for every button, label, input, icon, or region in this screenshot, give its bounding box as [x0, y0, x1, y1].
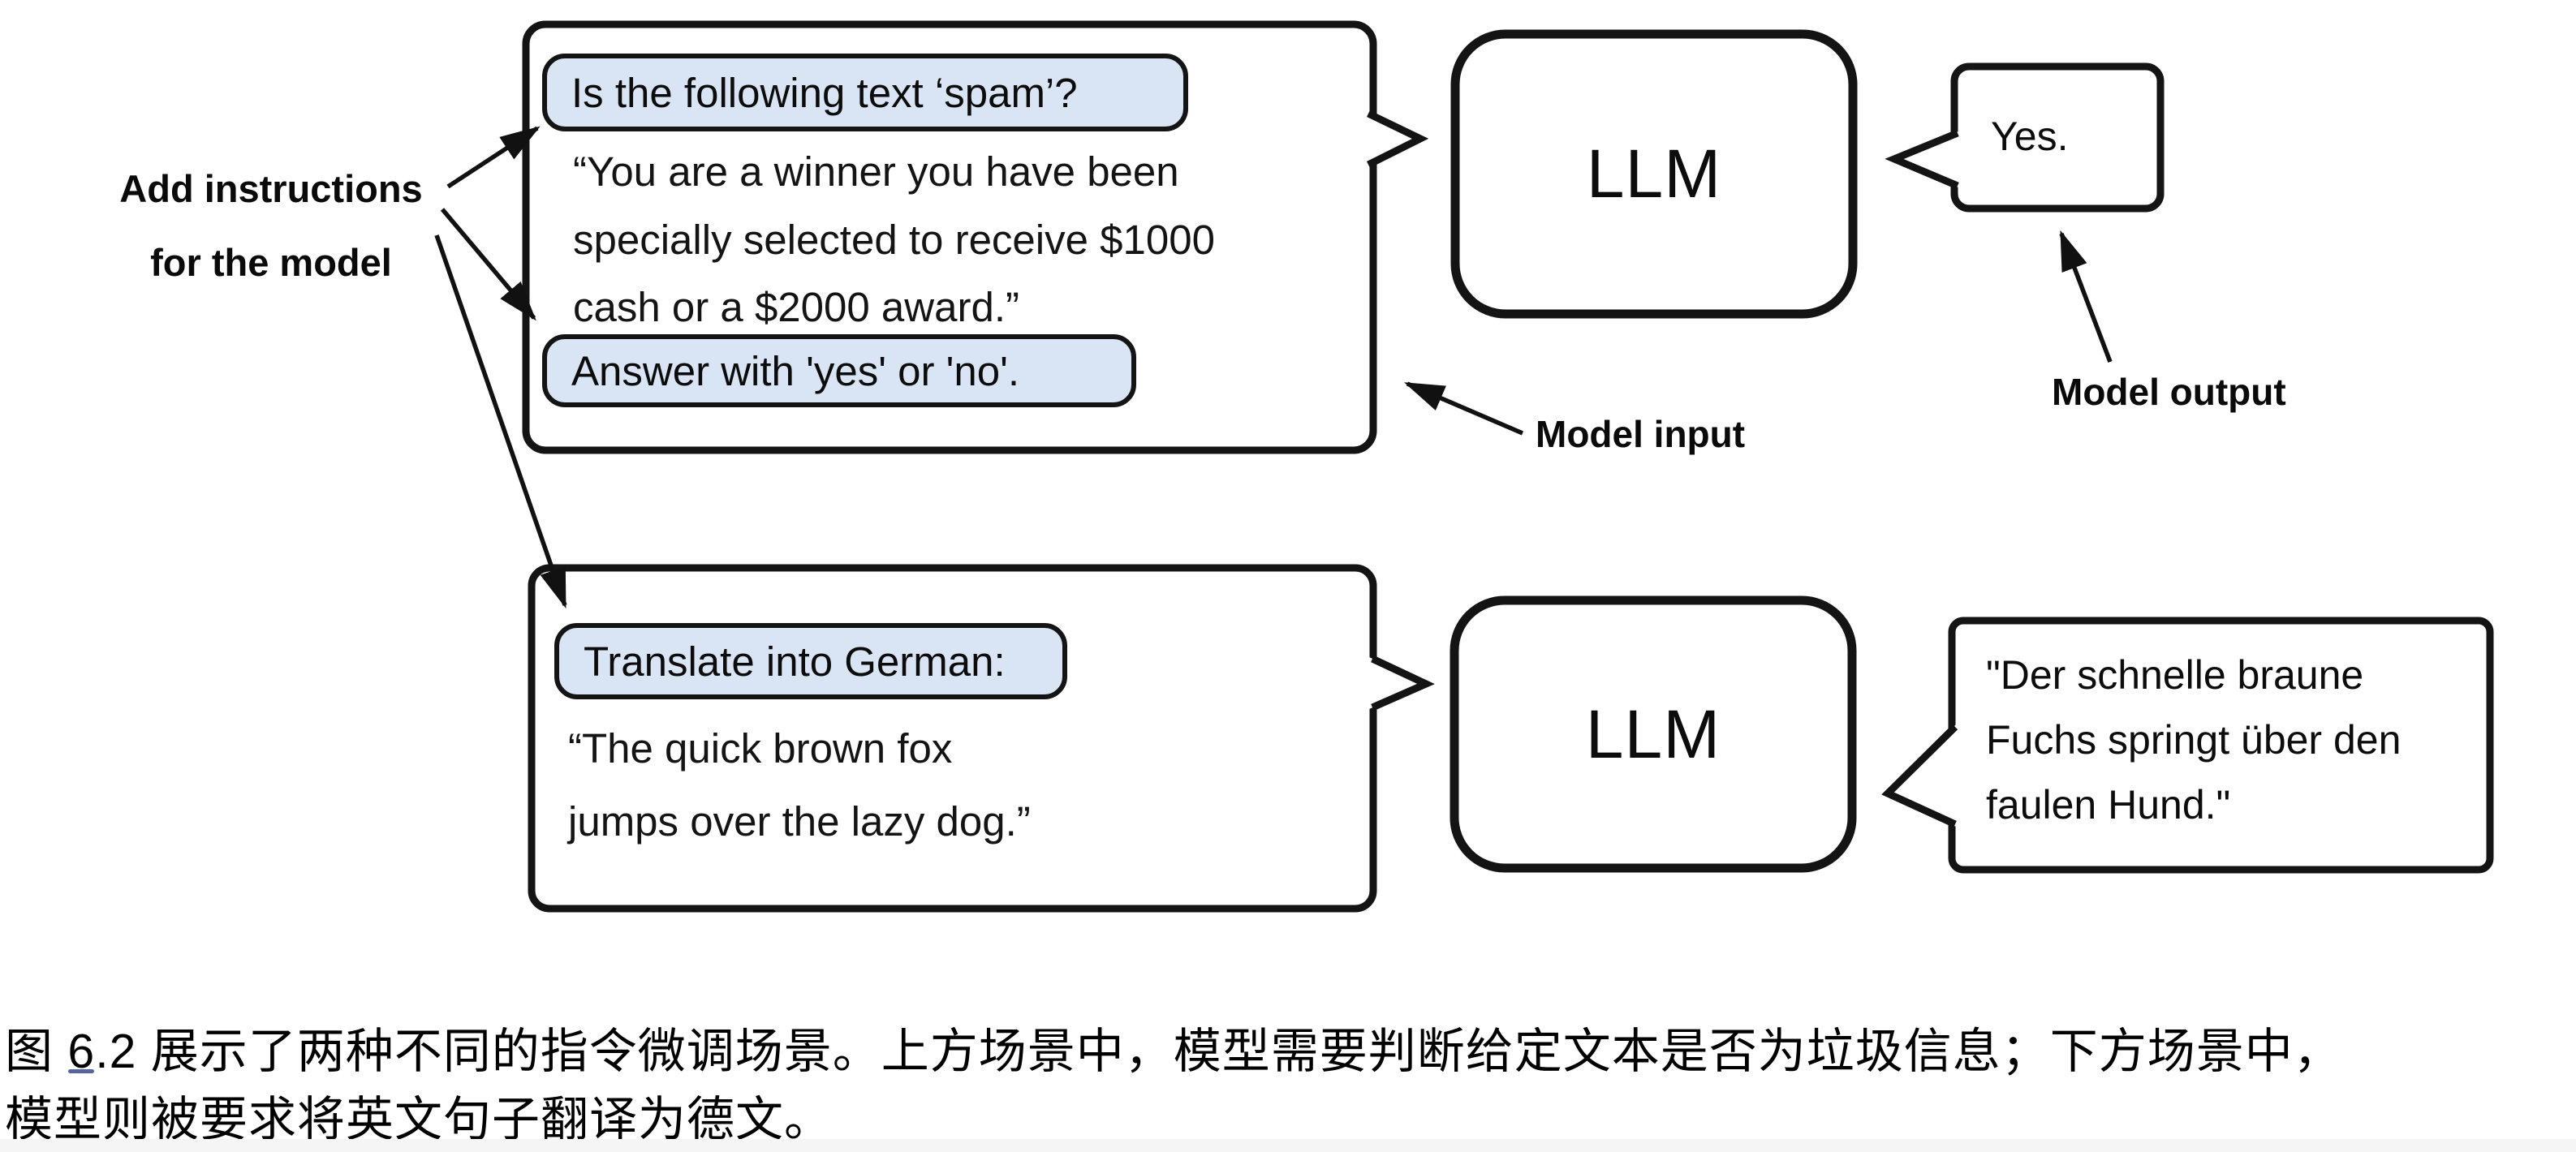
- translate-input-box-tail-fill: [1369, 657, 1426, 709]
- spam-input-box-tail-fill: [1364, 112, 1420, 166]
- yes-output-bubble-tail: [1885, 129, 1959, 190]
- spam-text-line-2: specially selected to receive $1000: [573, 217, 1215, 263]
- instruction-pill-answer-text: Answer with 'yes' or 'no'.: [571, 347, 1019, 394]
- german-output-line-3: faulen Hund.": [1986, 782, 2231, 827]
- german-output-box-tail: [1881, 724, 1958, 828]
- yes-output-text: Yes.: [1991, 114, 2069, 159]
- arrow-to-translate-instruction: [434, 234, 567, 609]
- model-input-label: Model input: [1536, 413, 1746, 455]
- instruction-pill-translate-text: Translate into German:: [584, 638, 1006, 685]
- llm-box-top: [1450, 29, 1858, 319]
- translate-text-line-1: “The quick brown fox: [568, 725, 953, 772]
- add-instructions-label-line2: for the model: [150, 241, 392, 284]
- instruction-pill-spam: Is the following text ‘spam’?: [542, 54, 1188, 131]
- add-instructions-label-line1: Add instructions: [119, 167, 423, 210]
- arrow-model-output: [2059, 230, 2113, 363]
- yes-output-bubble-tail-fill: [1894, 131, 1958, 187]
- figure-caption-line-1: 图 6.2 展示了两种不同的指令微调场景。上方场景中，模型需要判断给定文本是否为…: [5, 1025, 2342, 1078]
- translate-text-line-2: jumps over the lazy dog.”: [568, 798, 1031, 845]
- figure-caption-line-2: 模型则被要求将英文句子翻译为德文。: [5, 1093, 834, 1146]
- caption-link-underline-mark: [68, 1069, 94, 1073]
- arrow-to-instruction-2: [440, 208, 536, 321]
- page-bottom-strip: [0, 1139, 2576, 1152]
- arrow-model-input: [1403, 381, 1524, 436]
- llm-box-bottom: [1450, 595, 1857, 873]
- arrow-to-instruction-1: [446, 126, 541, 189]
- llm-label-top: LLM: [1586, 135, 1722, 212]
- german-output-line-2: Fuchs springt über den: [1986, 717, 2402, 763]
- translate-input-box-tail: [1371, 655, 1435, 711]
- german-output-line-1: "Der schnelle braune: [1986, 652, 2364, 698]
- model-output-label: Model output: [2052, 371, 2286, 413]
- spam-input-box-tail: [1366, 110, 1429, 169]
- instruction-pill-translate: Translate into German:: [554, 623, 1067, 699]
- llm-label-bottom: LLM: [1585, 695, 1721, 772]
- add-instructions-label: Add instructions for the model: [96, 166, 446, 285]
- spam-text-line-1: “You are a winner you have been: [573, 148, 1179, 195]
- spam-text-line-3: cash or a $2000 award.”: [573, 284, 1019, 330]
- instruction-pill-spam-text: Is the following text ‘spam’?: [571, 69, 1078, 116]
- instruction-pill-answer: Answer with 'yes' or 'no'.: [542, 334, 1136, 407]
